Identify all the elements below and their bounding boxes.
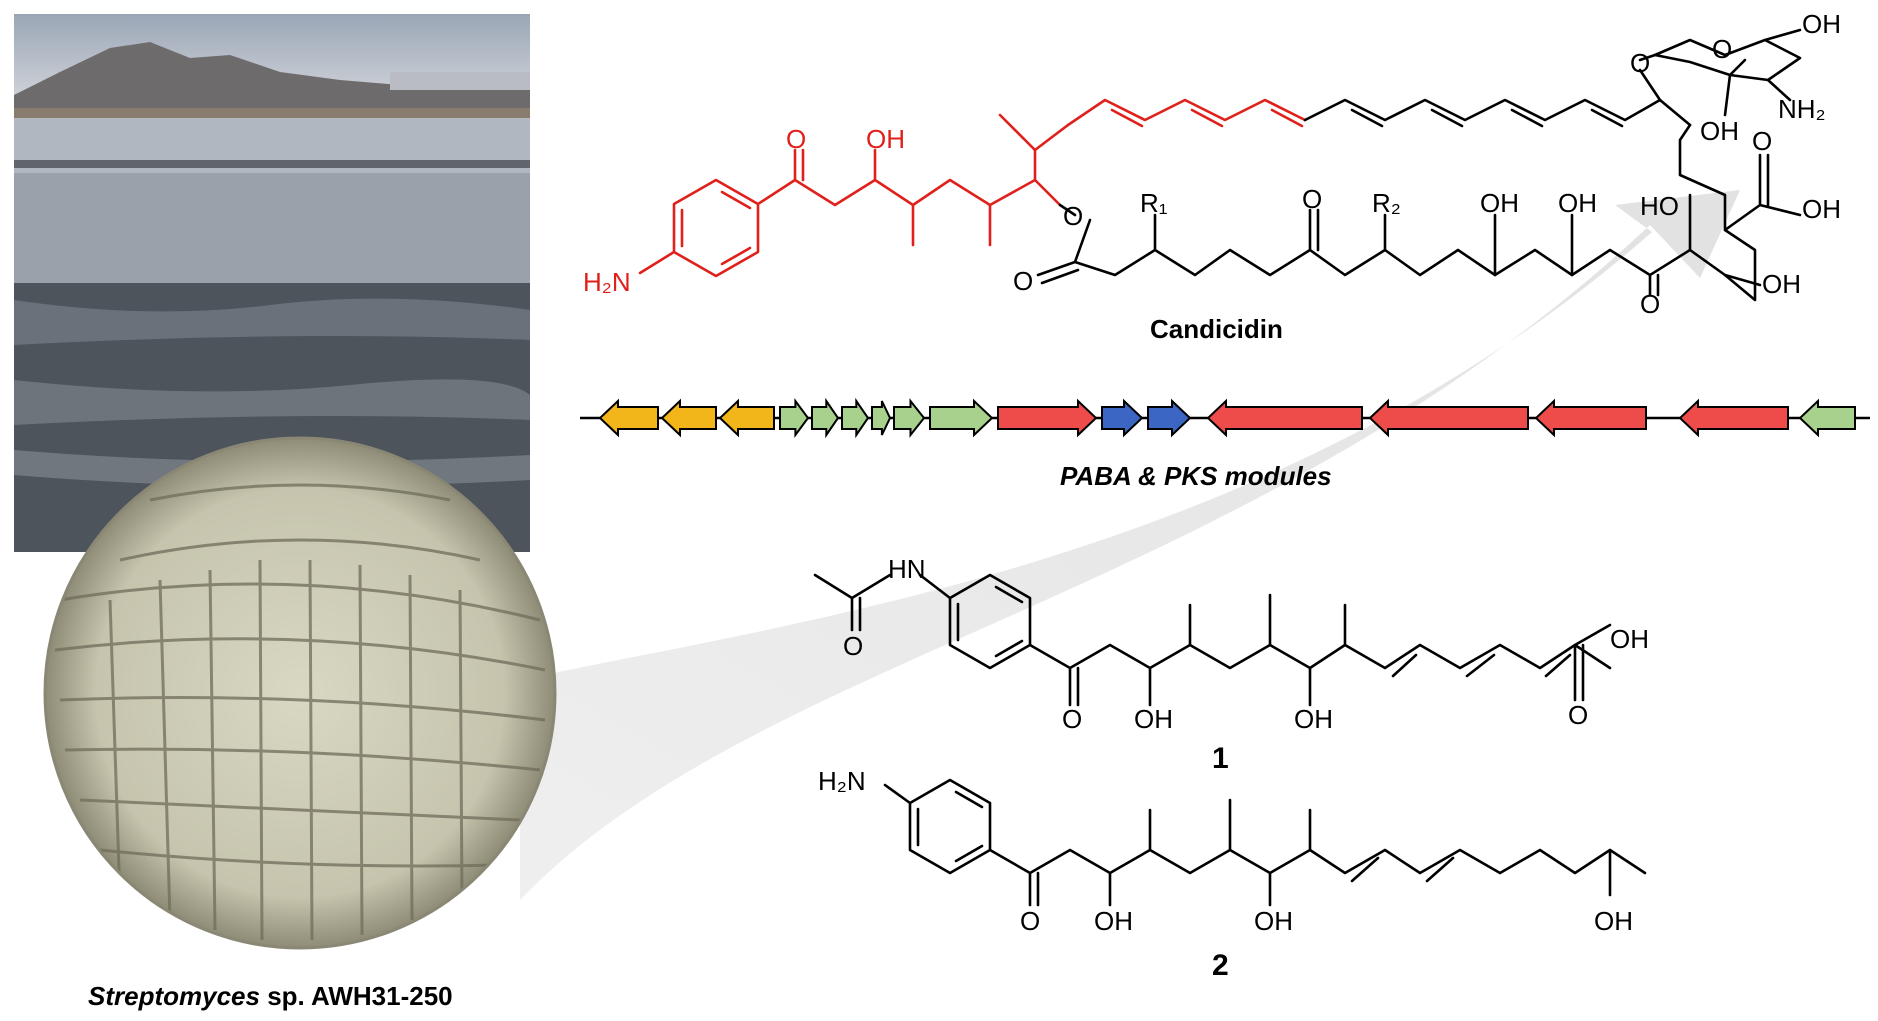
gene-arrow-green: [1798, 398, 1856, 438]
candicidin-oh-b-label: OH: [1558, 188, 1597, 218]
candicidin-oh-lower-label: OH: [1762, 269, 1801, 299]
compound2-number: 2: [1212, 949, 1229, 982]
gene-arrow-blue: [1101, 398, 1144, 438]
candicidin-o-ketone2-label: O: [1302, 184, 1322, 214]
candicidin-o-carbonyl-label: O: [1013, 266, 1033, 296]
candicidin-paba-unit: [638, 113, 1070, 278]
compound1-o-ketone-label: O: [1062, 704, 1082, 734]
compound1-o-amide-label: O: [843, 631, 863, 661]
gene-arrow-red: [1368, 398, 1529, 438]
gene-arrow-green: [811, 397, 840, 439]
candicidin-mycosamine-sugar: [1638, 28, 1802, 117]
candicidin-r1-label: R₁: [1140, 188, 1168, 218]
gene-arrow-green: [929, 398, 994, 438]
compound1-oh2-label: OH: [1294, 704, 1333, 734]
candicidin-o-acid-label: O: [1752, 126, 1772, 156]
gene-arrow-green: [893, 398, 926, 438]
gene-arrow-green: [871, 400, 892, 436]
flow-arrow: [520, 190, 1740, 900]
gene-arrow-red: [1678, 398, 1789, 438]
gene-arrow-green: [779, 397, 810, 439]
candicidin-o-ester-label: O: [1063, 201, 1083, 231]
candicidin-macrolactone: [1036, 123, 1802, 302]
compound2-oh3-label: OH: [1594, 906, 1633, 936]
organism-species: sp. AWH31-250: [260, 981, 453, 1011]
candicidin-oh-acid-label: OH: [1802, 194, 1841, 224]
gene-arrow-orange: [598, 398, 659, 438]
candicidin-oh1-label: OH: [866, 124, 905, 154]
compound1-hn-label: HN: [888, 554, 926, 584]
gene-arrow-blue: [1147, 398, 1192, 438]
candicidin-o-glycoside-label: O: [1630, 48, 1650, 78]
candicidin-oh-a-label: OH: [1480, 188, 1519, 218]
compound1-number: 1: [1212, 742, 1229, 775]
compound1-oh1-label: OH: [1134, 704, 1173, 734]
candicidin-o-lower-label: O: [1640, 289, 1660, 319]
compound2-oh1-label: OH: [1094, 906, 1133, 936]
gene-arrow-red: [997, 398, 1098, 438]
candicidin-polyene-chain: [1066, 68, 1692, 128]
compound-2-structure: [883, 778, 1647, 907]
compound2-oh2-label: OH: [1254, 906, 1293, 936]
candicidin-o-sugar-ring-label: O: [1712, 34, 1732, 64]
gene-cluster: PABA & PKS modules: [580, 397, 1870, 491]
organism-label: Streptomyces sp. AWH31-250: [88, 981, 453, 1011]
candicidin-r2-label: R₂: [1372, 188, 1401, 218]
candicidin-o-ketone-label: O: [786, 124, 806, 154]
candicidin-h2n-label: H₂N: [583, 267, 631, 297]
gene-arrow-red: [1534, 398, 1647, 438]
gene-arrow-orange: [718, 398, 775, 438]
candicidin-oh-sugar2-label: OH: [1700, 116, 1739, 146]
candicidin-nh2-sugar-label: NH₂: [1778, 94, 1826, 124]
gene-arrow-red: [1206, 398, 1363, 438]
gene-cluster-caption: PABA & PKS modules: [1060, 461, 1332, 491]
petri-dish-photo: [43, 436, 557, 950]
gene-arrow-green: [841, 397, 870, 439]
compound1-oh-acid-label: OH: [1610, 624, 1649, 654]
candicidin-structure: H₂N O OH: [583, 9, 1841, 344]
candicidin-oh-sugar1-label: OH: [1802, 9, 1841, 39]
organism-genus: Streptomyces: [88, 981, 260, 1011]
compound2-h2n-label: H₂N: [818, 766, 866, 796]
gene-arrows: [598, 397, 1856, 439]
candicidin-ho-c-label: HO: [1640, 191, 1679, 221]
candicidin-title: Candicidin: [1150, 314, 1283, 344]
compound2-o-ketone-label: O: [1020, 906, 1040, 936]
gene-arrow-orange: [660, 398, 717, 438]
compound-1-structure: [813, 573, 1612, 707]
compound1-o-acid-label: O: [1568, 700, 1588, 730]
